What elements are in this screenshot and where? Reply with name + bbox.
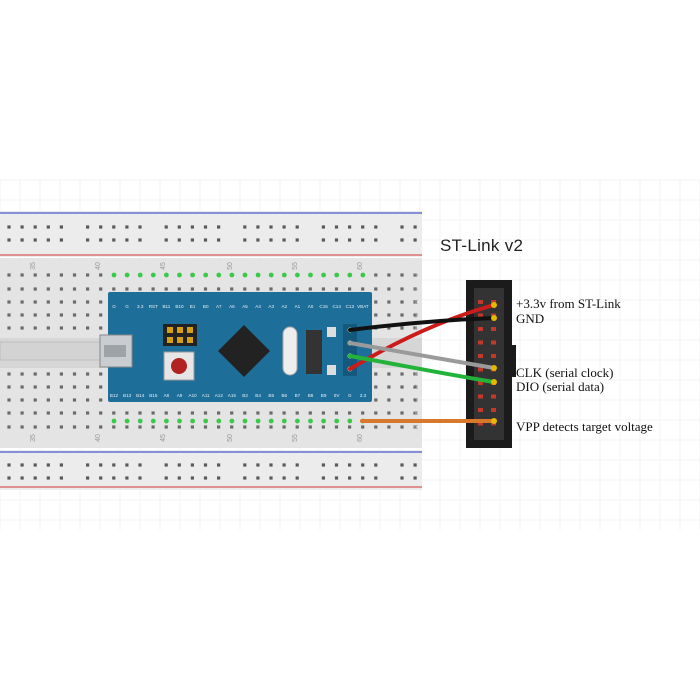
column-number: 50	[227, 262, 234, 270]
label-vpp: VPP detects target voltage	[516, 419, 653, 434]
board-pin-label: G	[348, 393, 352, 398]
column-number: 40	[95, 262, 102, 270]
board-pin-label: RST	[149, 304, 158, 309]
column-numbers-bottom: 35 40 45 50 55 60	[30, 434, 364, 442]
board-pin-label: B0	[203, 304, 209, 309]
column-number: 35	[30, 434, 37, 442]
voltage-regulator	[306, 330, 322, 374]
label-gnd: GND	[516, 311, 545, 326]
label-dio: DIO (serial data)	[516, 379, 605, 394]
board-pin-label: A3	[268, 304, 274, 309]
column-number: 35	[30, 262, 37, 270]
board-pin-label: A0	[308, 304, 314, 309]
column-number: 60	[357, 262, 364, 270]
row-letter: D	[413, 384, 420, 389]
board-pin-label: A12	[215, 393, 224, 398]
column-numbers-top: 35 40 45 50 55 60	[30, 262, 364, 270]
board-pin-label: 3.3	[137, 304, 144, 309]
board-pin-label: C15	[319, 304, 328, 309]
row-letter: J	[413, 273, 420, 277]
board-pin-label: G	[112, 304, 116, 309]
board-pin-label: B6	[281, 393, 287, 398]
board-pin-label: B8	[308, 393, 314, 398]
crystal	[282, 326, 298, 376]
wire-3v3-red	[348, 303, 496, 371]
board-pin-label: B11	[162, 304, 170, 309]
row-letter: A	[413, 424, 420, 429]
board-bottom-pin-labels: B12 B13 B14 B15 A8 A9 A10 A11 A12 A15 B3 B4 B5 B6 B7 B8…	[110, 393, 367, 398]
label-3v3: +3.3v from ST-Link	[516, 296, 621, 311]
row-letters: F G H I J A B C D E	[413, 273, 420, 429]
column-number: 50	[227, 434, 234, 442]
board-pin-label: A9	[177, 393, 183, 398]
row-letter: E	[413, 371, 420, 376]
wire-dio-green	[348, 354, 496, 384]
row-letter: I	[413, 288, 420, 290]
column-number: 60	[357, 434, 364, 442]
row-letter: B	[413, 410, 420, 415]
top-power-rail	[0, 211, 422, 257]
row-letter: F	[413, 326, 420, 330]
board-pin-label: B10	[175, 304, 184, 309]
bottom-power-rail	[0, 450, 422, 490]
board-pin-label: A4	[255, 304, 261, 309]
boot-jumpers	[163, 324, 197, 346]
row-letter: C	[413, 397, 420, 402]
board-pin-label: A10	[189, 393, 198, 398]
board-pin-label: G	[125, 304, 129, 309]
board-pin-label: B13	[123, 393, 132, 398]
column-number: 55	[292, 262, 299, 270]
board-pin-label: C14	[332, 304, 341, 309]
board-pin-label: A11	[202, 393, 210, 398]
board-pin-label: 3.3	[360, 393, 367, 398]
board-pin-label: A15	[228, 393, 237, 398]
board-top-pin-labels: G G 3.3 RST B11 B10 B1 B0 A7 A6 A5 A4 A3 A2 A1 A0 C15 C14…	[112, 304, 369, 309]
mcu-chip	[218, 325, 270, 377]
column-number: 40	[95, 434, 102, 442]
board-pin-label: B9	[321, 393, 327, 398]
board-pin-label: 5V	[334, 393, 341, 398]
column-number: 45	[160, 434, 167, 442]
board-pin-label: B12	[110, 393, 119, 398]
board-pin-label: A8	[164, 393, 170, 398]
board-pin-label: B15	[149, 393, 158, 398]
diagram-title: ST-Link v2	[440, 236, 524, 255]
board-pin-label: A6	[229, 304, 235, 309]
reset-button	[163, 351, 195, 381]
wires	[348, 302, 497, 424]
row-letter: H	[413, 299, 420, 304]
board-pin-label: VBAT	[357, 304, 369, 309]
board-pin-label: B7	[295, 393, 301, 398]
board-pin-label: A5	[242, 304, 248, 309]
usb-cable	[0, 341, 109, 361]
stm32-board: G G 3.3 RST B11 B10 B1 B0 A7 A6 A5 A4 A3 A2 A1 A0 C15 C14…	[99, 292, 372, 402]
column-number: 45	[160, 262, 167, 270]
board-pin-label: B3	[242, 393, 248, 398]
board-pin-label: A2	[281, 304, 287, 309]
board-pin-label: B14	[136, 393, 145, 398]
board-pin-label: B5	[268, 393, 274, 398]
wire-clk-gray	[348, 341, 496, 370]
board-pin-label: B1	[190, 304, 196, 309]
board-pin-label: A1	[295, 304, 301, 309]
board-pin-label: A7	[216, 304, 222, 309]
column-number: 55	[292, 434, 299, 442]
label-clk: CLK (serial clock)	[516, 365, 614, 380]
pin-headers	[111, 272, 366, 424]
row-letter: G	[413, 312, 420, 317]
wire-gnd-black	[348, 316, 496, 332]
board-pin-label: C13	[346, 304, 355, 309]
board-pin-label: B4	[255, 393, 261, 398]
